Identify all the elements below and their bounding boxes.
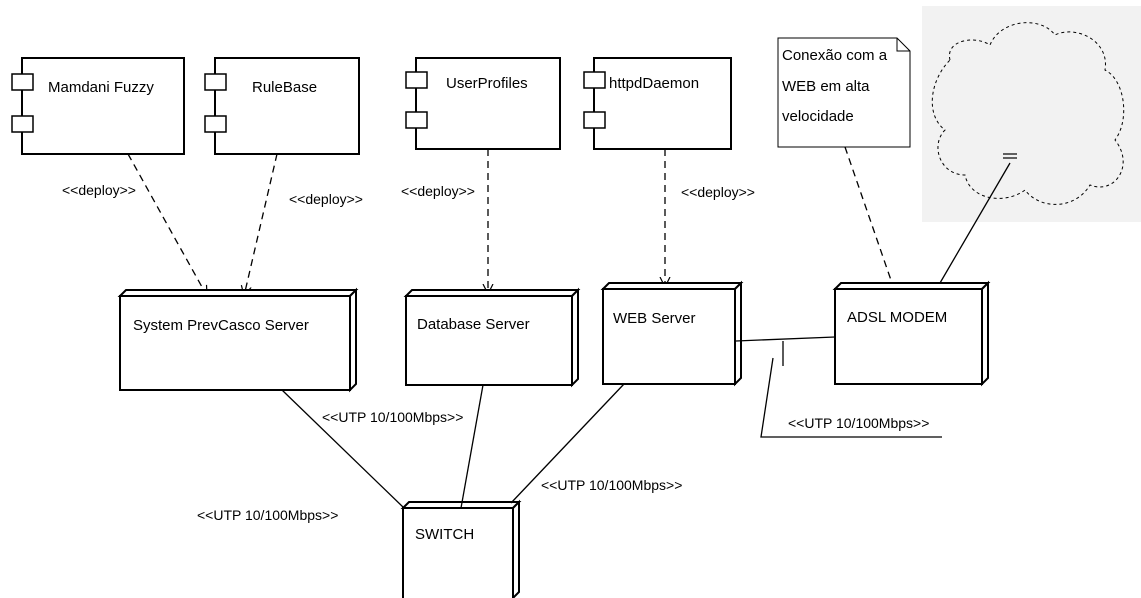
node-label: SWITCH: [415, 526, 474, 543]
deploy-arrows: [128, 147, 893, 296]
note-line: WEB em alta: [782, 78, 870, 95]
deploy-label: <<deploy>>: [62, 182, 136, 198]
component-mamdani-fuzzy: Mamdani Fuzzy: [12, 58, 184, 154]
internet-cloud: [922, 6, 1141, 222]
deploy-arrow-mamdani: [128, 154, 207, 296]
note-line: Conexão com a: [782, 47, 888, 64]
component-label: Mamdani Fuzzy: [48, 79, 154, 96]
node-label: System PrevCasco Server: [133, 317, 309, 334]
deploy-label: <<deploy>>: [681, 184, 755, 200]
deploy-label: <<deploy>>: [401, 183, 475, 199]
deploy-arrow-rulebase: [244, 154, 277, 296]
note-anchor-line: [845, 147, 893, 286]
component-label: httpdDaemon: [609, 75, 699, 92]
link-label: <<UTP 10/100Mbps>>: [197, 507, 338, 523]
node-database-server: Database Server: [406, 290, 578, 385]
node-system-prevcasco-server: System PrevCasco Server: [120, 290, 356, 390]
node-adsl-modem: ADSL MODEM: [835, 283, 988, 384]
component-label: RuleBase: [252, 79, 317, 96]
link-label: <<UTP 10/100Mbps>>: [541, 477, 682, 493]
component-httpddaemon: httpdDaemon: [584, 58, 731, 149]
node-label: Database Server: [417, 316, 530, 333]
node-web-server: WEB Server: [603, 283, 741, 384]
link-web-modem: [736, 337, 835, 341]
node-label: WEB Server: [613, 310, 696, 327]
note-line: velocidade: [782, 108, 854, 125]
component-userprofiles: UserProfiles: [406, 58, 560, 149]
component-label: UserProfiles: [446, 75, 528, 92]
deploy-label: <<deploy>>: [289, 191, 363, 207]
node-switch: SWITCH: [403, 502, 519, 598]
link-label: <<UTP 10/100Mbps>>: [788, 415, 929, 431]
link-system-switch: [282, 390, 404, 508]
node-label: ADSL MODEM: [847, 309, 947, 326]
note-connection: Conexão com a WEB em alta velocidade: [778, 38, 910, 147]
link-database-switch: [461, 385, 483, 508]
component-rulebase: RuleBase: [205, 58, 359, 154]
link-label: <<UTP 10/100Mbps>>: [322, 409, 463, 425]
